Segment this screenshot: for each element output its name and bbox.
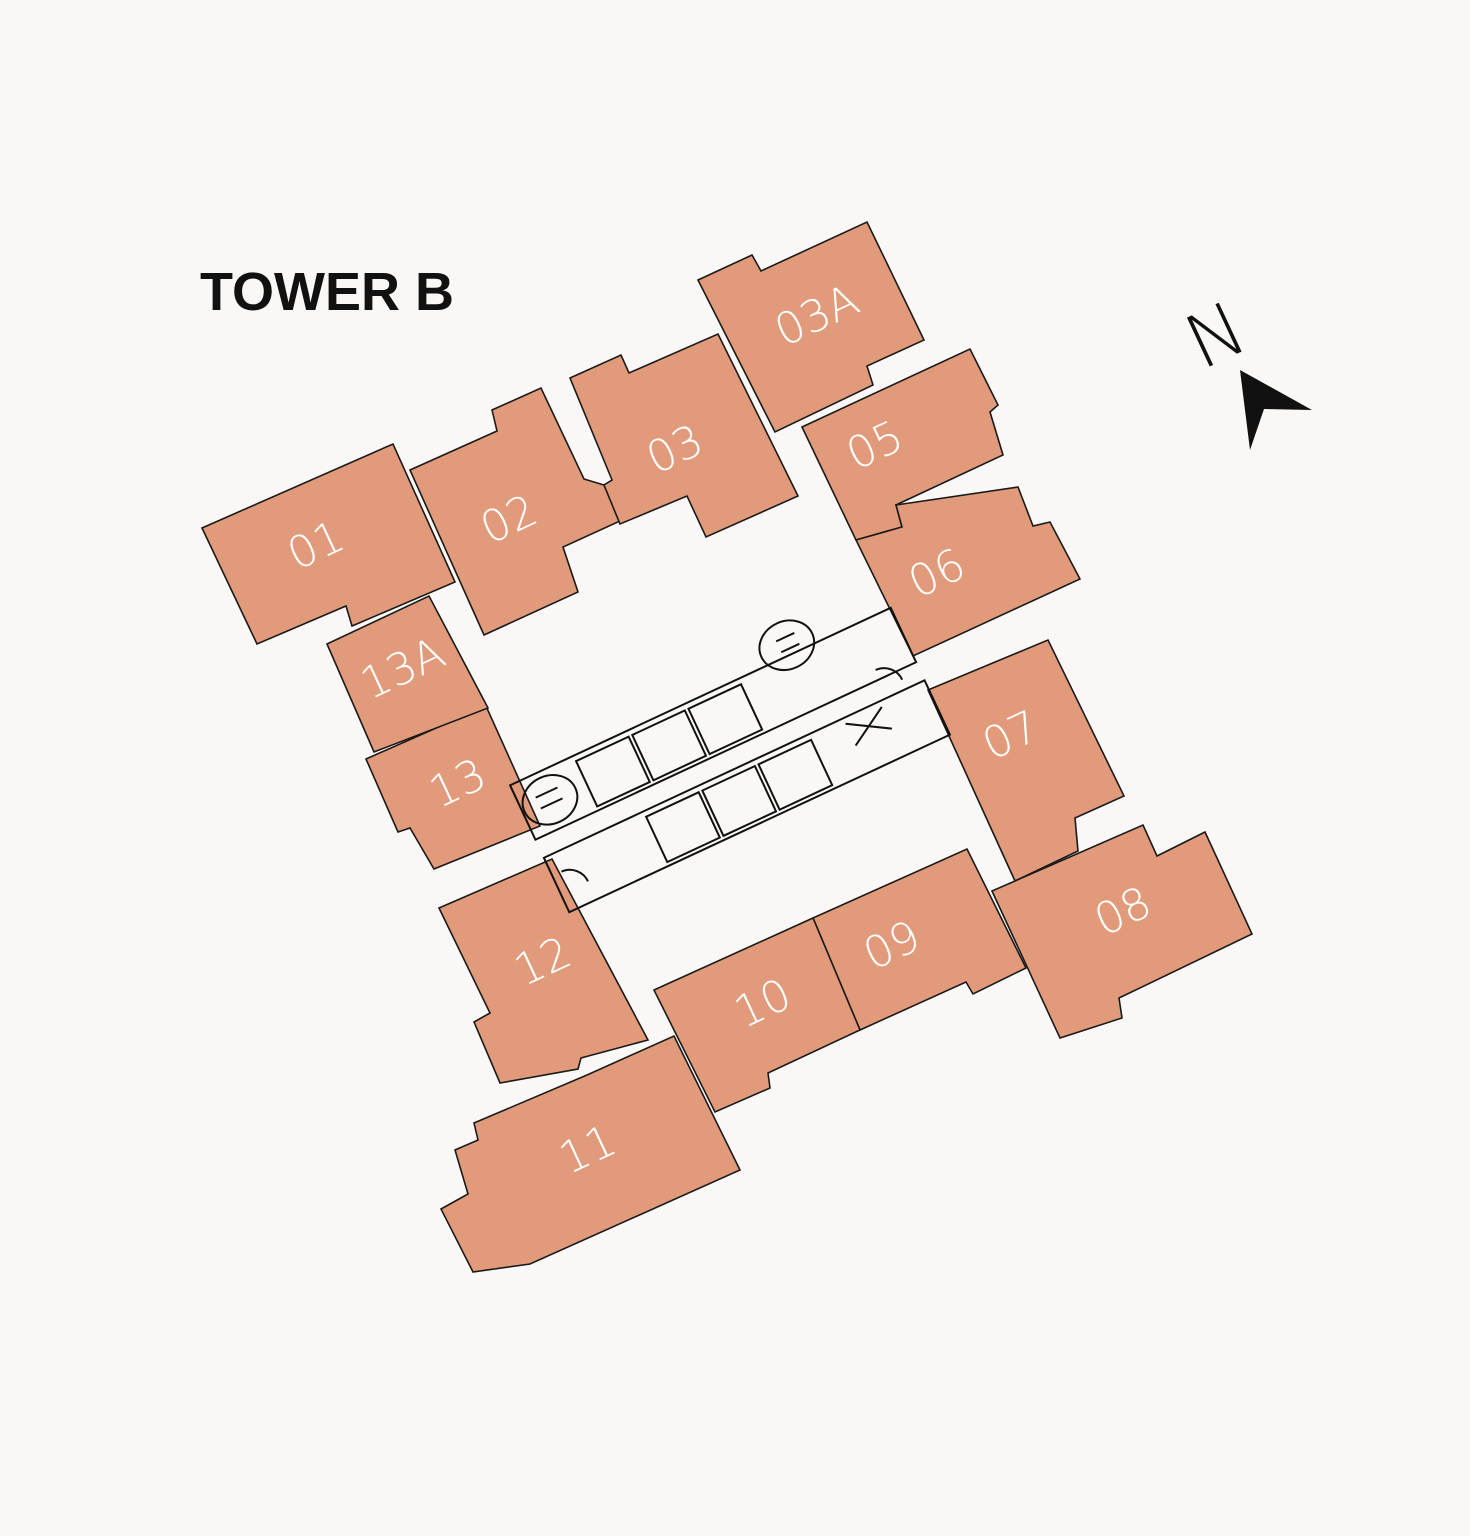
unit-11[interactable] [439,1034,742,1273]
north-arrow-icon [1240,370,1312,450]
lift-shaft [630,709,708,782]
door-swing-icon [560,667,904,882]
tower-title: TOWER B [200,262,454,322]
lift-shaft [574,735,652,808]
unit-07[interactable] [926,638,1126,883]
stair-right-icon [758,619,816,671]
unit-06[interactable] [854,486,1082,658]
unit-08[interactable] [990,823,1254,1039]
unit-12[interactable] [437,857,650,1084]
service-shaft-icon [845,706,893,747]
unit-10[interactable] [652,916,862,1114]
north-label: N [1173,285,1260,386]
unit-03A[interactable] [696,220,926,434]
unit-01[interactable] [200,442,457,646]
stair-treads [535,632,800,810]
core-upper-block [508,606,918,842]
lift-shaft [700,764,778,838]
building-core [508,606,952,914]
unit-13A[interactable] [325,594,490,754]
core-lower-block [542,678,952,914]
lift-shaft [644,790,722,864]
north-indicator: N [1173,285,1312,450]
stair-left-icon [521,774,579,826]
unit-03[interactable] [568,332,800,539]
lift-shaft [757,738,834,812]
units [200,220,1254,1273]
lift-shaft [687,682,764,756]
